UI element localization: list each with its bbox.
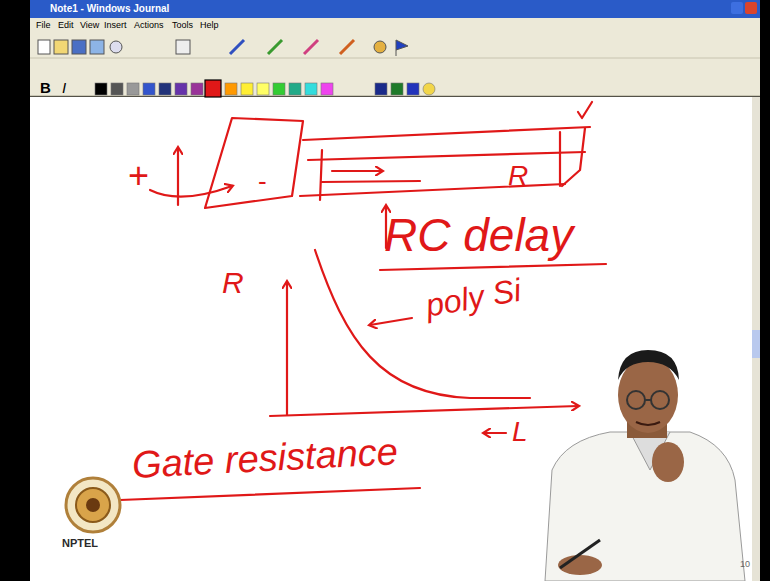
format-button: B	[40, 80, 51, 95]
menu-item: Insert	[104, 21, 127, 30]
polarity-sign: +	[128, 158, 149, 194]
axis-label: R	[222, 268, 244, 298]
presenter	[545, 350, 745, 581]
handwritten-heading: RC delay	[384, 212, 573, 258]
axis-label: L	[512, 418, 528, 446]
page-number: 10	[740, 560, 750, 569]
format-button: I	[62, 80, 66, 95]
menu-item: View	[80, 21, 99, 30]
menu-item: File	[36, 21, 51, 30]
menu-item: Edit	[58, 21, 74, 30]
resistance-symbol: R	[508, 162, 528, 190]
menu-item: Help	[200, 21, 219, 30]
polarity-sign: -	[258, 168, 267, 194]
menu-item: Tools	[172, 21, 193, 30]
menu-item: Actions	[134, 21, 164, 30]
logo-text: NPTEL	[62, 538, 98, 549]
window-title: Note1 - Windows Journal	[50, 4, 169, 14]
nptel-logo	[66, 478, 120, 532]
